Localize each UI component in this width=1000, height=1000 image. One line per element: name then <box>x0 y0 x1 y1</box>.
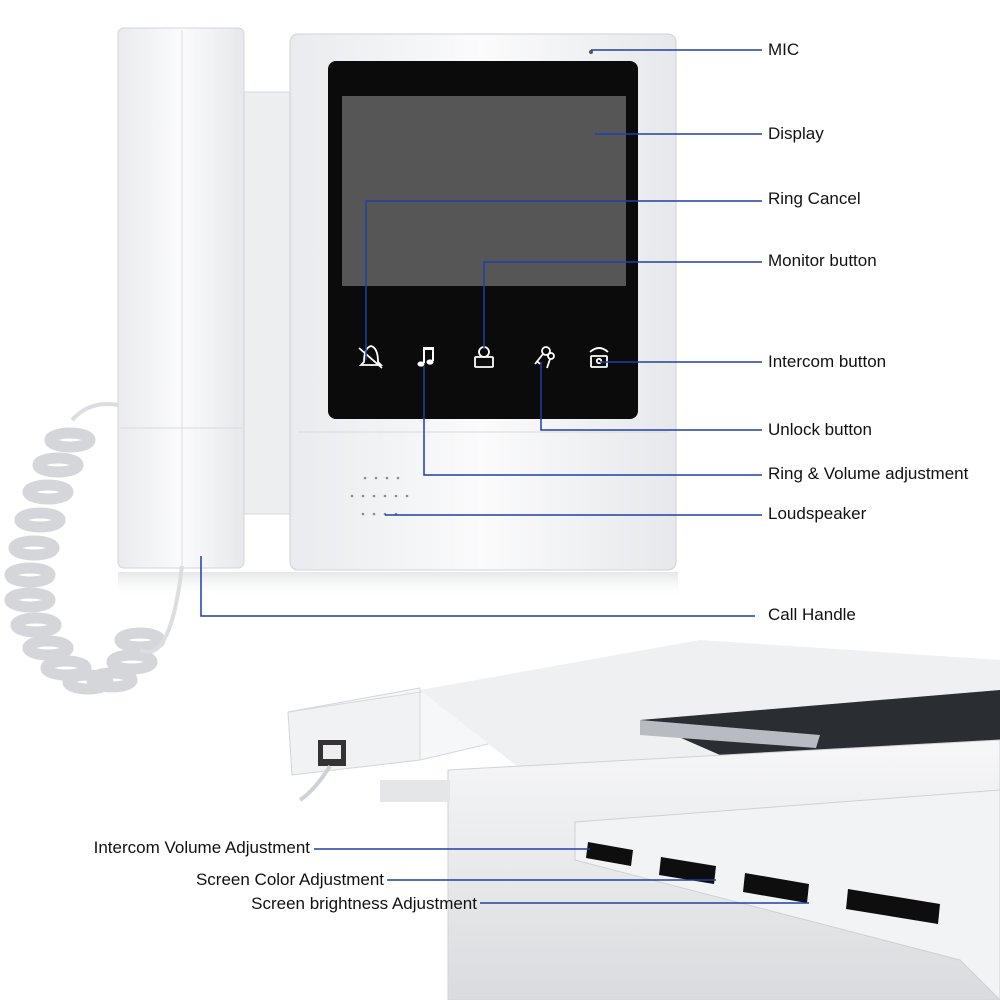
call-handle[interactable] <box>117 27 245 569</box>
speaker-hole <box>383 494 387 498</box>
bell-off-icon[interactable] <box>358 345 384 369</box>
cord-coil <box>4 562 56 588</box>
cord-coil <box>10 612 62 638</box>
label-monitor-button: Monitor button <box>768 251 877 270</box>
leader-lines <box>200 49 809 904</box>
spare-slot <box>846 889 940 924</box>
keys-icon[interactable] <box>534 346 555 369</box>
speaker-hole <box>350 494 354 498</box>
cord-coil <box>114 627 166 653</box>
mic-hole <box>589 50 593 54</box>
cord-coil <box>106 649 158 675</box>
screen-color-slot[interactable] <box>659 857 716 884</box>
indoor-monitor-bottom-view <box>287 640 1000 1000</box>
indoor-monitor-front <box>117 27 678 598</box>
label-loudspeaker: Loudspeaker <box>768 504 867 523</box>
speaker-hole <box>396 476 400 480</box>
speaker-hole <box>394 494 398 498</box>
cord-coil <box>32 452 84 478</box>
speaker-hole <box>361 512 365 516</box>
cord-coil <box>4 587 56 613</box>
cord-strand <box>70 402 119 422</box>
coiled-cord <box>4 427 166 695</box>
speaker-hole <box>405 494 409 498</box>
label-unlock-button: Unlock button <box>768 420 872 439</box>
cord-coil <box>8 535 60 561</box>
speaker-hole <box>363 476 367 480</box>
label-intercom-button: Intercom button <box>768 352 887 371</box>
speaker-hole <box>385 476 389 480</box>
label-ring-volume: Ring & Volume adjustment <box>768 464 969 483</box>
intercom-volume-slot[interactable] <box>586 842 633 866</box>
speaker-hole <box>361 494 365 498</box>
speaker-hole <box>374 476 378 480</box>
label-ring-cancel: Ring Cancel <box>768 189 861 208</box>
music-note-icon[interactable] <box>417 347 435 367</box>
label-intercom-volume: Intercom Volume Adjustment <box>93 838 310 857</box>
label-call-handle: Call Handle <box>768 605 856 624</box>
display <box>342 96 626 286</box>
label-screen-brightness: Screen brightness Adjustment <box>251 894 477 913</box>
speaker-hole <box>372 512 376 516</box>
label-display: Display <box>768 124 824 143</box>
cord-coil <box>14 507 66 533</box>
label-screen-color: Screen Color Adjustment <box>195 870 384 889</box>
cord-coil <box>22 479 74 505</box>
cord-coil <box>22 635 74 661</box>
cord-coil <box>44 427 96 453</box>
cord-coil <box>40 655 92 681</box>
screen-brightness-slot[interactable] <box>743 873 809 903</box>
label-mic: MIC <box>768 40 800 59</box>
cord-strand-lower <box>139 565 184 654</box>
cord-coil <box>86 667 138 693</box>
speaker-hole <box>372 494 376 498</box>
